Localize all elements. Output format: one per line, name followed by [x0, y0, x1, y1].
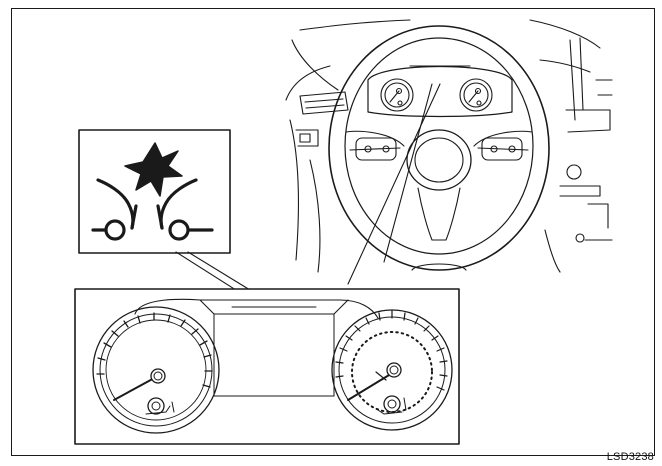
- warning-indicator-callout: [78, 129, 231, 254]
- dashboard-drawing: [285, 19, 613, 273]
- vehicle-collision-warning-icon: [91, 142, 214, 241]
- left-gauge: [92, 306, 220, 434]
- figure-frame: [11, 8, 655, 456]
- zoomed-cluster-panel: [74, 288, 460, 445]
- right-gauge: [331, 309, 453, 431]
- figure-code-label: LSD3238: [606, 451, 654, 463]
